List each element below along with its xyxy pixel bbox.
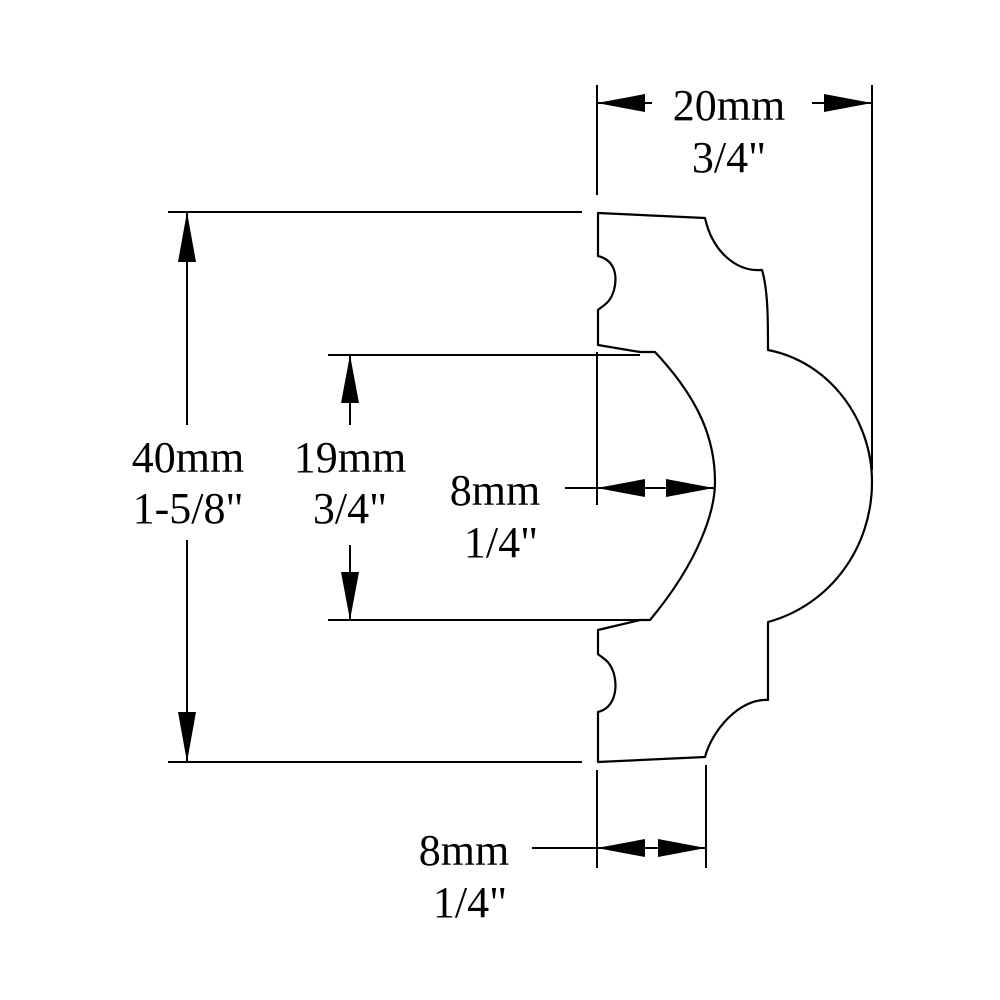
- width-top-imperial-label: 3/4": [692, 133, 766, 182]
- arrowhead-cove-depth-left: [597, 479, 645, 497]
- dimension-base-thickness: 8mm 1/4": [419, 765, 707, 927]
- dimension-cove-depth: 8mm 1/4": [450, 352, 714, 567]
- molding-profile-outline: [596, 211, 874, 764]
- arrowhead-base-left: [597, 839, 645, 857]
- arrowhead-cove-down: [341, 572, 359, 620]
- arrowhead-base-right: [658, 839, 706, 857]
- arrowhead-cove-depth-right: [666, 479, 714, 497]
- arrowhead-right: [824, 94, 872, 112]
- width-top-metric-label: 20mm: [673, 81, 785, 130]
- dimension-width-top: 20mm 3/4": [596, 81, 873, 470]
- arrowhead-up: [178, 212, 196, 262]
- base-thickness-metric-label: 8mm: [419, 826, 509, 875]
- arrowhead-left: [597, 94, 645, 112]
- height-total-metric-label: 40mm: [132, 433, 244, 482]
- arrowhead-cove-up: [341, 355, 359, 403]
- height-total-imperial-label: 1-5/8": [133, 484, 244, 533]
- cove-depth-imperial-label: 1/4": [464, 518, 538, 567]
- arrowhead-down: [178, 712, 196, 762]
- cove-height-metric-label: 19mm: [294, 433, 406, 482]
- cove-depth-metric-label: 8mm: [450, 466, 540, 515]
- dimension-cove-height: 19mm 3/4": [294, 354, 640, 621]
- base-thickness-imperial-label: 1/4": [433, 878, 507, 927]
- dimension-height-total: 40mm 1-5/8": [132, 211, 582, 763]
- cove-height-imperial-label: 3/4": [313, 484, 387, 533]
